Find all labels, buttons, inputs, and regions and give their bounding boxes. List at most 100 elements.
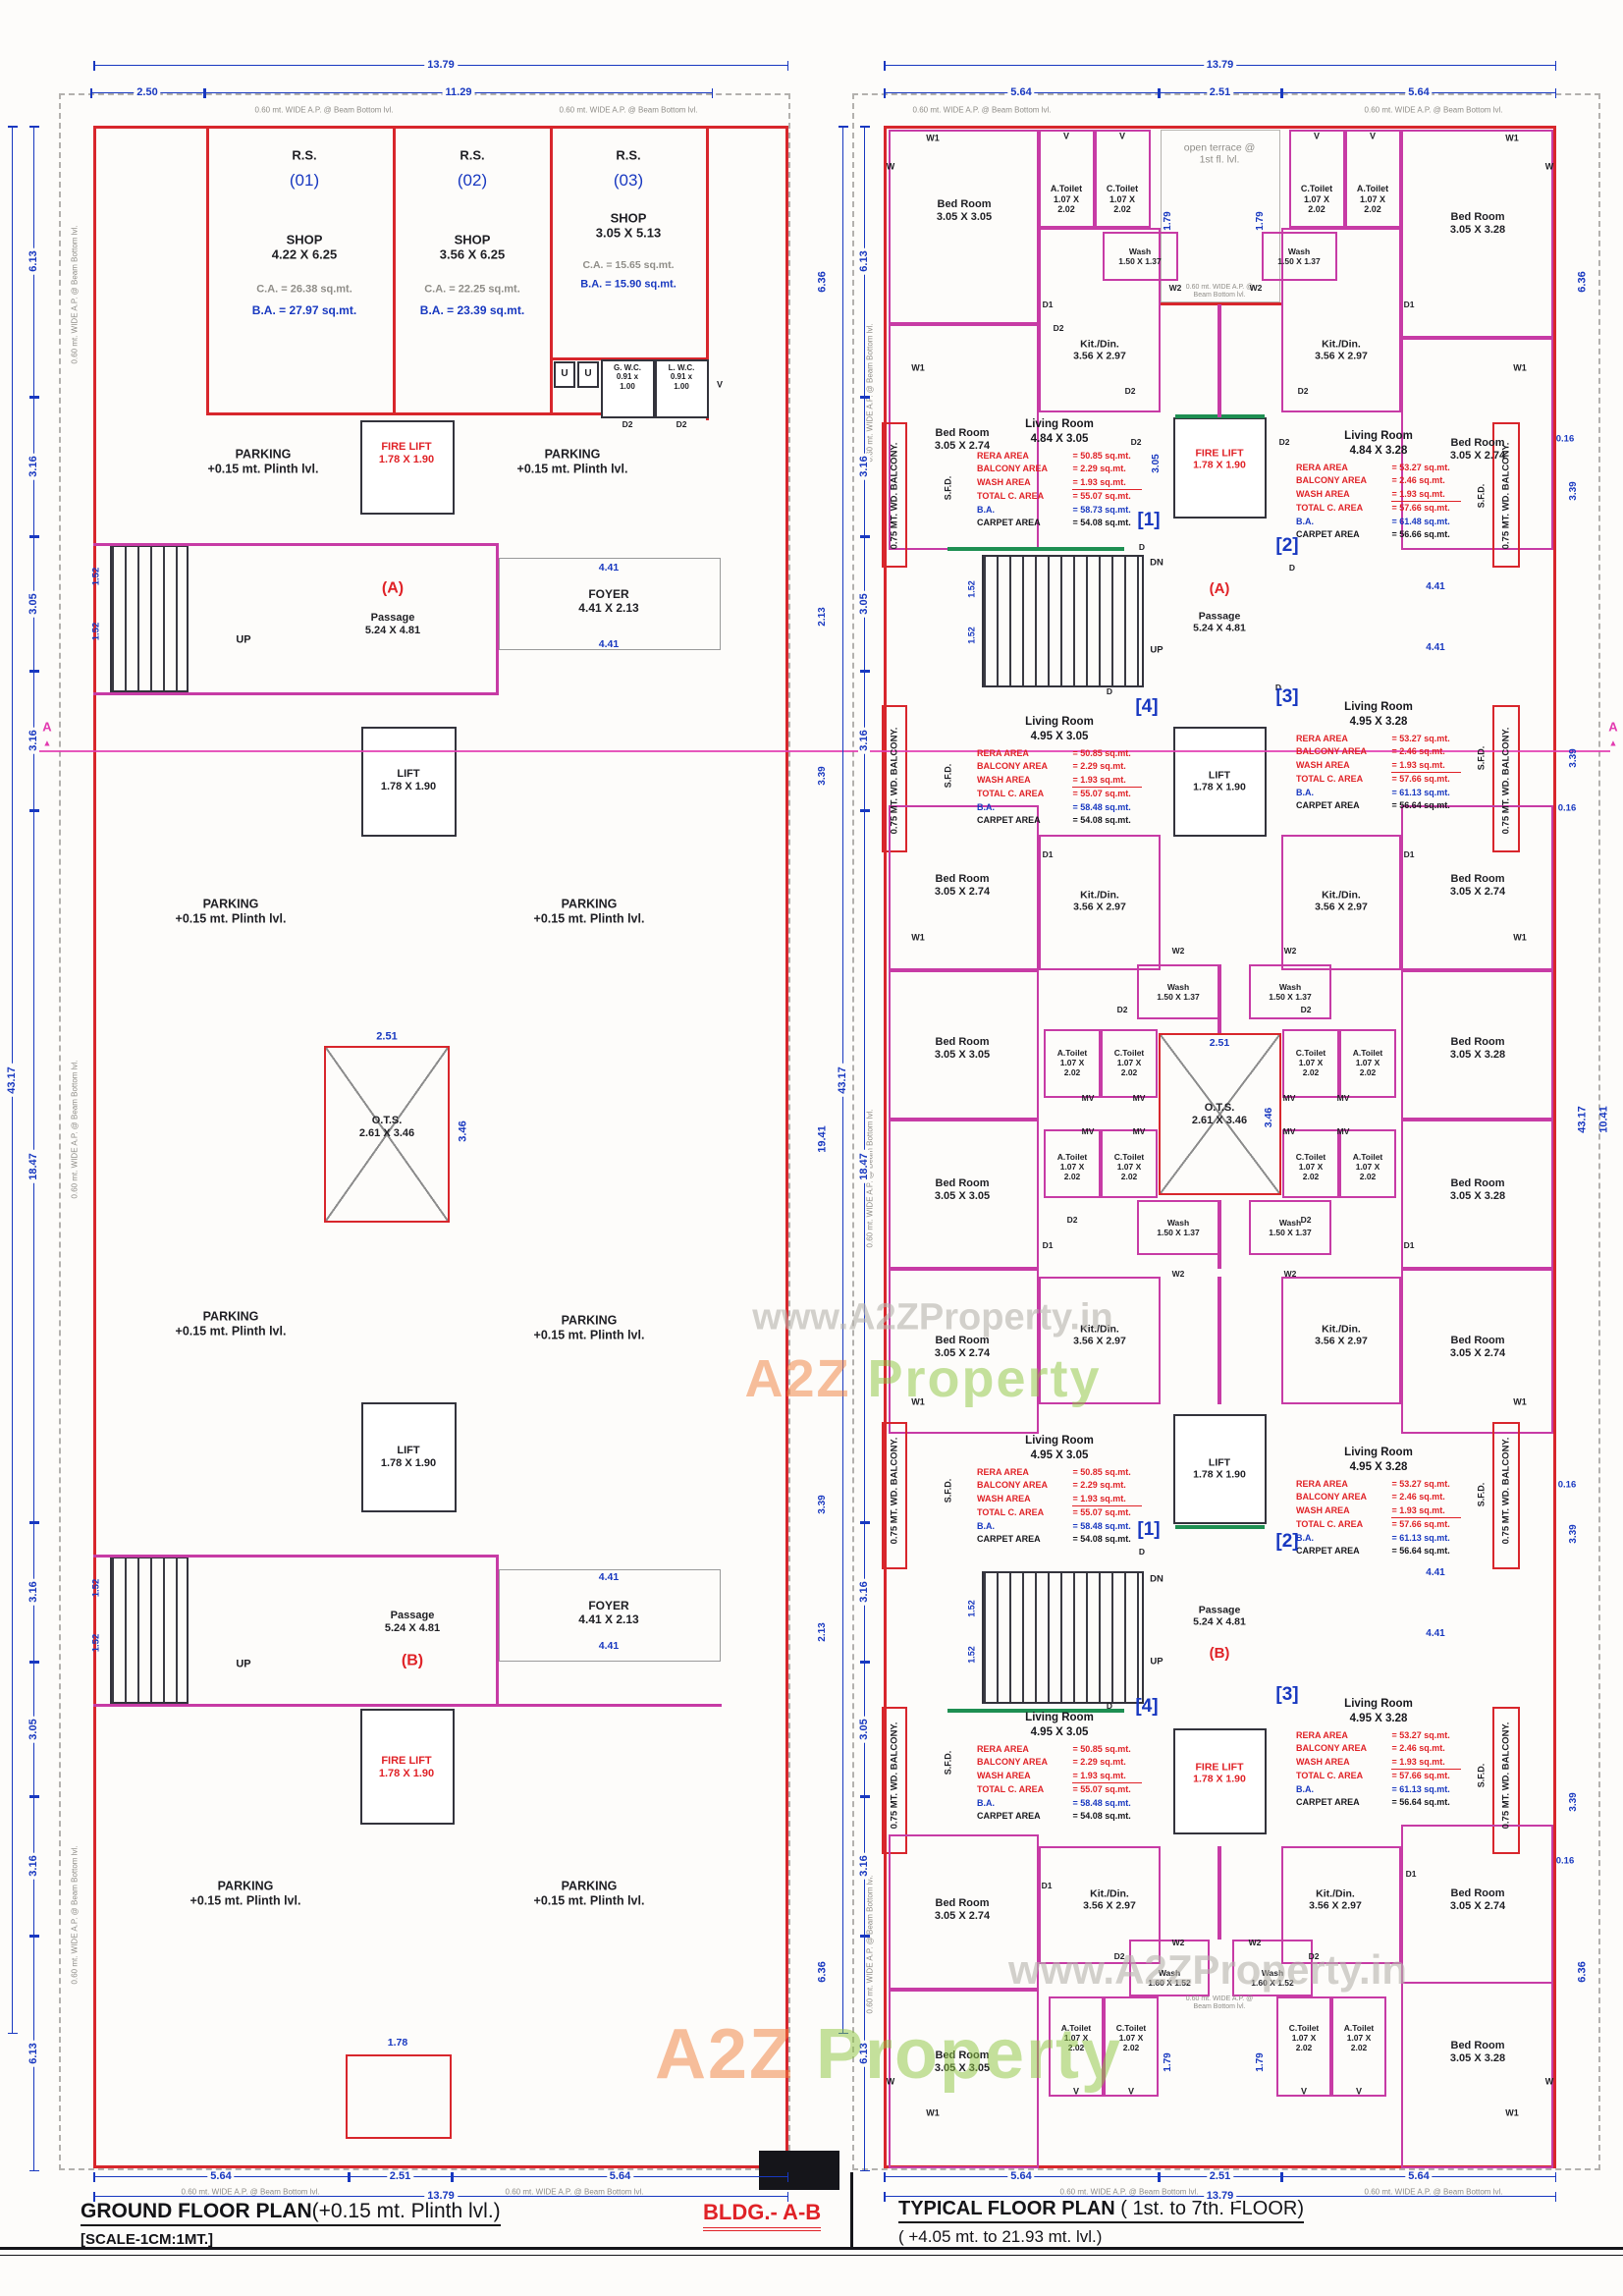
dim-label: 5.64 [207,2170,235,2182]
label-4.41: 4.41 [598,637,620,650]
lift-shaft [1173,727,1267,837]
label-r.s.: R.S. [460,147,485,163]
label-l.-w.c.: L. W.C. 0.91 x 1.00 [668,362,695,391]
right-plan-title-suffix: ( 1st. to 7th. FLOOR) [1114,2198,1305,2219]
wash [1262,232,1337,281]
label-0.75-mt.-wd.-balcony.: 0.75 MT. WD. BALCONY. [1500,442,1512,550]
label-u: U [584,368,592,380]
label-a: A [1608,719,1618,735]
room-title: Living Room [1344,701,1413,713]
label-parking: PARKING +0.15 mt. Plinth lvl. [175,897,287,925]
label-a: (A) [1209,580,1230,598]
label-d2: D2 [1297,385,1309,396]
area-cell: TOTAL C. AREA [977,491,1045,502]
toilet [1339,1129,1396,1198]
label-kit.-din.: Kit./Din. 3.56 X 2.97 [1315,1323,1368,1347]
area-cell: RERA AREA [977,450,1029,461]
building-label: BLDG.- A-B [703,2200,822,2231]
label-c.toilet: C.Toilet 1.07 X 2.02 [1113,1151,1145,1182]
label-3.39: 3.39 [817,1495,829,1514]
label-d1: D1 [1041,1880,1053,1890]
dim-v-3.16: 3.16 [858,671,870,810]
label-0.60-mt.-wide-a.p.-beam-bott: 0.60 mt. WIDE A.P. @ Beam Bottom lvl. [505,2187,644,2197]
dim-label: 5.64 [1007,86,1035,98]
label-d2: D2 [1124,385,1136,396]
dim-v-6.13: 6.13 [27,1936,39,2171]
fire-lift-shaft [1173,1728,1267,1834]
label-v: V [1300,2086,1308,2097]
watermark-url: www.A2ZProperty.in [752,1296,1113,1339]
ots-shaft [324,1046,450,1223]
label-up: UP [236,1658,251,1670]
label-1.52: 1.52 [966,627,977,644]
passage-wall [93,692,499,695]
label-mv: MV [1282,1125,1296,1136]
label-wash: Wash 1.60 X 1.52 [1148,1967,1191,1988]
section-line-a [39,750,1610,752]
label-0.16: 0.16 [1555,433,1575,445]
dim-h-13.79: 13.79 [884,59,1556,71]
label-v: V [1313,131,1321,141]
watermark-text: A2Z [654,2015,794,2094]
area-row: B.A.= 61.48 sq.mt. [1296,516,1461,529]
dim-label: 3.16 [858,727,870,754]
ots-shaft [1159,1033,1281,1195]
area-cell: WASH AREA [977,1493,1031,1503]
label-kit.-din.: Kit./Din. 3.56 X 2.97 [1083,1887,1136,1912]
dim-v-3.16: 3.16 [858,1796,870,1936]
label-a.toilet: A.Toilet 1.07 X 2.02 [1343,2022,1375,2053]
label-wash: Wash 1.50 X 1.37 [1269,1217,1312,1237]
label-d: D [1274,682,1282,692]
area-cell: = 1.93 sq.mt. [1391,1504,1461,1519]
area-cell: BALCONY AREA [1296,475,1368,486]
area-cell: BALCONY AREA [1296,746,1368,757]
passage-wall [93,543,499,546]
dim-h-5.64: 5.64 [1281,2170,1556,2182]
label-v: V [1118,131,1126,141]
label-0.60-mt.-wide-a.p.-beam-bott: 0.60 mt. WIDE A.P. @ Beam Bottom lvl. [70,1060,80,1199]
label-2.51: 2.51 [376,1030,398,1043]
dim-h-2.51: 2.51 [349,2170,452,2182]
terrace-wall [1159,302,1281,305]
area-cell: = 1.93 sq.mt. [1072,476,1142,491]
area-cell: = 2.46 sq.mt. [1391,746,1445,757]
label-3.46: 3.46 [1262,1107,1274,1128]
bedroom [1401,338,1553,550]
balcony [882,705,907,852]
area-cell: WASH AREA [977,476,1031,487]
area-cell: = 61.13 sq.mt. [1391,1783,1450,1794]
area-row: TOTAL C. AREA= 55.07 sq.mt. [977,788,1142,801]
balcony [1492,1422,1520,1569]
label-shop: SHOP 4.22 X 6.25 [271,232,338,262]
label-w1: W1 [1505,2107,1519,2118]
area-cell: WASH AREA [977,1770,1031,1780]
area-row: WASH AREA= 1.93 sq.mt. [1296,488,1461,503]
passage-wall [93,1704,722,1707]
toilet [1049,1996,1104,2097]
area-cell: = 1.93 sq.mt. [1072,1770,1142,1784]
dim-v-43.17: 43.17 [837,126,848,2034]
watermark-text: Property [793,2015,1123,2094]
label-a.toilet: A.Toilet 1.07 X 2.02 [1352,1151,1383,1182]
label-s.f.d.: S.F.D. [943,1478,953,1503]
area-row: B.A.= 58.48 sq.mt. [977,1797,1142,1811]
label-4.41: 4.41 [598,1639,620,1652]
label-d2: D2 [1053,322,1064,333]
watermark-text: Property [850,1349,1102,1408]
label-w1: W1 [911,932,925,943]
label-bed-room: Bed Room 3.05 X 2.74 [934,1897,991,1922]
label-3.05: 3.05 [1151,454,1163,473]
label-bed-room: Bed Room 3.05 X 2.74 [1449,1335,1506,1359]
area-cell: = 56.64 sq.mt. [1391,1797,1450,1808]
label-d2: D2 [676,418,687,429]
dim-h-2.50: 2.50 [90,86,204,98]
area-cell: = 58.48 sq.mt. [1072,801,1131,812]
label-passage: Passage 5.24 X 4.81 [1193,610,1246,634]
label-0.16: 0.16 [1557,802,1577,814]
area-cell: B.A. [977,1797,995,1808]
fire-lift-shaft [1173,417,1267,519]
label-w1: W1 [926,2107,940,2118]
label-c.a.-22.25-sq.mt.: C.A. = 22.25 sq.mt. [424,283,520,296]
watermark-url: www.A2ZProperty.in [1007,1946,1408,1993]
